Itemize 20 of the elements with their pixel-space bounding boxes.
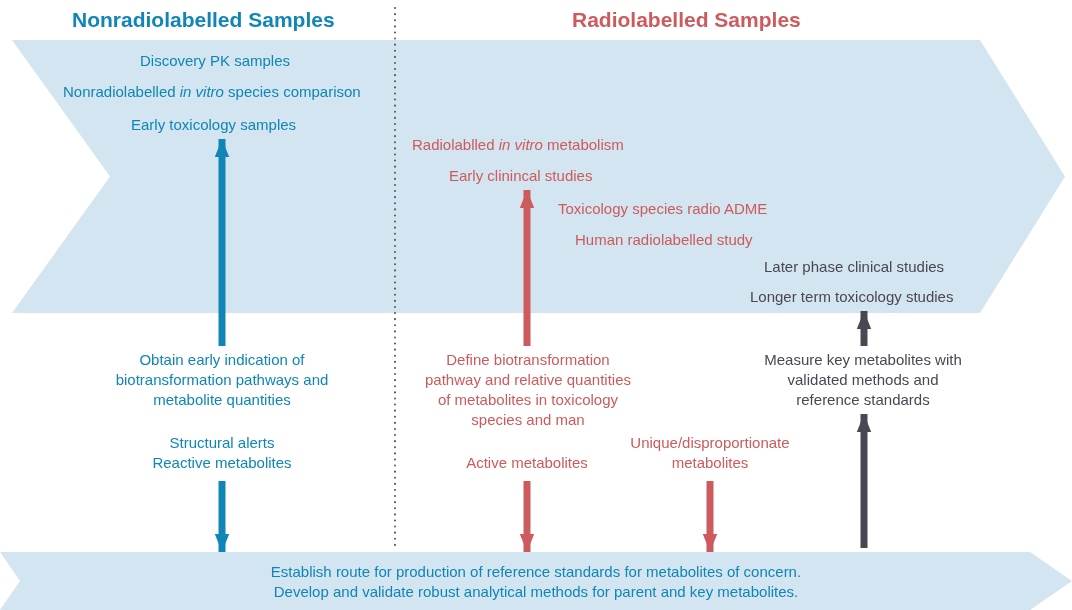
step-text: Structural alerts [169, 433, 275, 453]
column-heading: Nonradiolabelled Samples [72, 10, 335, 30]
step-text: Discovery PK samples [140, 51, 291, 71]
step-text: Early toxicology samples [131, 115, 297, 135]
step-text: Radiolablled in vitro metabolism [412, 135, 624, 155]
band-text: Establish route for production of reference standards for metabolites of concern. [270, 562, 802, 582]
step-text: Later phase clinical studies [764, 257, 945, 277]
step-text: Obtain early indication of biotransformation pathways and metabolite quantities [97, 350, 347, 410]
step-text: Nonradiolabelled in vitro species comparison [63, 82, 361, 102]
band-text: Develop and validate robust analytical methods for parent and key metabolites. [273, 582, 799, 602]
column-heading: Radiolabelled Samples [572, 10, 801, 30]
arrow [519, 190, 535, 346]
arrow [214, 139, 230, 346]
step-text: Longer term toxicology studies [750, 287, 954, 307]
step-text: Reactive metabolites [152, 453, 292, 473]
step-text: Human radiolabelled study [575, 230, 753, 250]
step-text: Toxicology species radio ADME [558, 199, 768, 219]
step-text: Early clinincal studies [449, 166, 593, 186]
step-text: Define biotransformation pathway and relative quantities of metabolites in toxicology species and man [422, 350, 634, 430]
step-text: Measure key metabolites with validated methods and reference standards [764, 350, 962, 410]
